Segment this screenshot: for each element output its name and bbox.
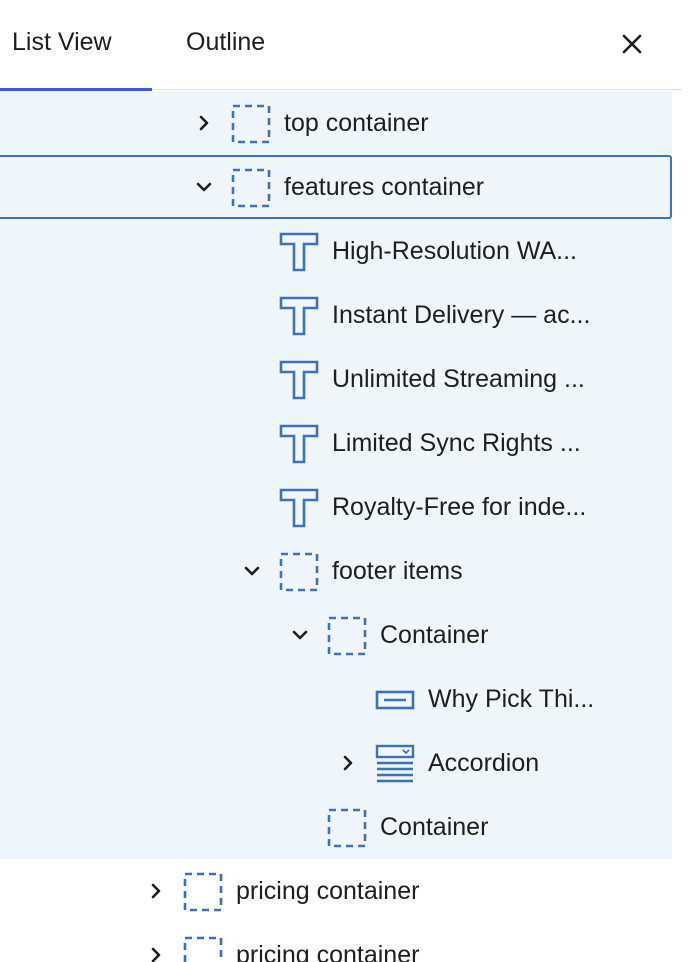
tree-row-heading[interactable]: Unlimited Streaming ... — [0, 347, 672, 411]
tree-row-button[interactable]: Why Pick Thi... — [0, 667, 672, 731]
tree-row-label: pricing container — [236, 941, 420, 962]
group-icon — [327, 808, 367, 848]
heading-icon — [279, 360, 319, 400]
chevron-right-icon[interactable] — [146, 945, 166, 962]
close-icon — [622, 34, 642, 54]
group-icon — [183, 936, 223, 962]
tree-row-label: Container — [380, 621, 489, 649]
heading-icon — [279, 488, 319, 528]
tree-row-heading[interactable]: High-Resolution WA... — [0, 219, 672, 283]
group-icon — [279, 552, 319, 592]
tree-row-label: top container — [284, 109, 429, 137]
tree-row-label: Limited Sync Rights ... — [332, 429, 581, 457]
group-icon — [327, 616, 367, 656]
group-icon — [183, 872, 223, 912]
tree-row-container[interactable]: Container — [0, 795, 672, 859]
close-button[interactable] — [612, 24, 652, 64]
tree-row-label: Unlimited Streaming ... — [332, 365, 585, 393]
accordion-icon — [375, 744, 415, 783]
heading-icon — [279, 232, 319, 272]
tree-row-footer-items[interactable]: footer items — [0, 539, 672, 603]
tree-row-top-container[interactable]: top container — [0, 91, 672, 155]
tab-list-view[interactable]: List View — [0, 0, 152, 91]
tree-row-label: Royalty-Free for inde... — [332, 493, 587, 521]
tree-row-pricing-container[interactable]: pricing container — [0, 923, 672, 962]
chevron-down-icon[interactable] — [290, 625, 310, 645]
group-icon — [231, 168, 271, 208]
tree-row-label: Container — [380, 813, 489, 841]
tree-row-label: pricing container — [236, 877, 420, 905]
chevron-down-icon[interactable] — [194, 177, 214, 197]
tab-outline[interactable]: Outline — [186, 28, 266, 56]
button-icon — [375, 690, 415, 710]
tree-row-accordion[interactable]: Accordion — [0, 731, 672, 795]
tree-row-heading[interactable]: Instant Delivery — ac... — [0, 283, 672, 347]
tree-row-heading[interactable]: Royalty-Free for inde... — [0, 475, 672, 539]
tree-row-container[interactable]: Container — [0, 603, 672, 667]
tree-row-label: features container — [284, 173, 485, 201]
tree-row-features-container[interactable]: features container — [0, 155, 672, 219]
panel-header: List View Outline — [0, 0, 682, 91]
tree-row-label: Instant Delivery — ac... — [332, 301, 591, 329]
chevron-right-icon[interactable] — [146, 881, 166, 901]
chevron-right-icon[interactable] — [194, 113, 214, 133]
heading-icon — [279, 424, 319, 464]
tree-row-label: footer items — [332, 557, 463, 585]
tree-row-label: Why Pick Thi... — [428, 685, 595, 713]
heading-icon — [279, 296, 319, 336]
group-icon — [231, 104, 271, 144]
tree-row-label: Accordion — [428, 749, 540, 777]
chevron-right-icon[interactable] — [338, 753, 358, 773]
tree-row-pricing-container[interactable]: pricing container — [0, 859, 672, 923]
tree-row-label: High-Resolution WA... — [332, 237, 577, 265]
tree-row-heading[interactable]: Limited Sync Rights ... — [0, 411, 672, 475]
chevron-down-icon[interactable] — [242, 561, 262, 581]
